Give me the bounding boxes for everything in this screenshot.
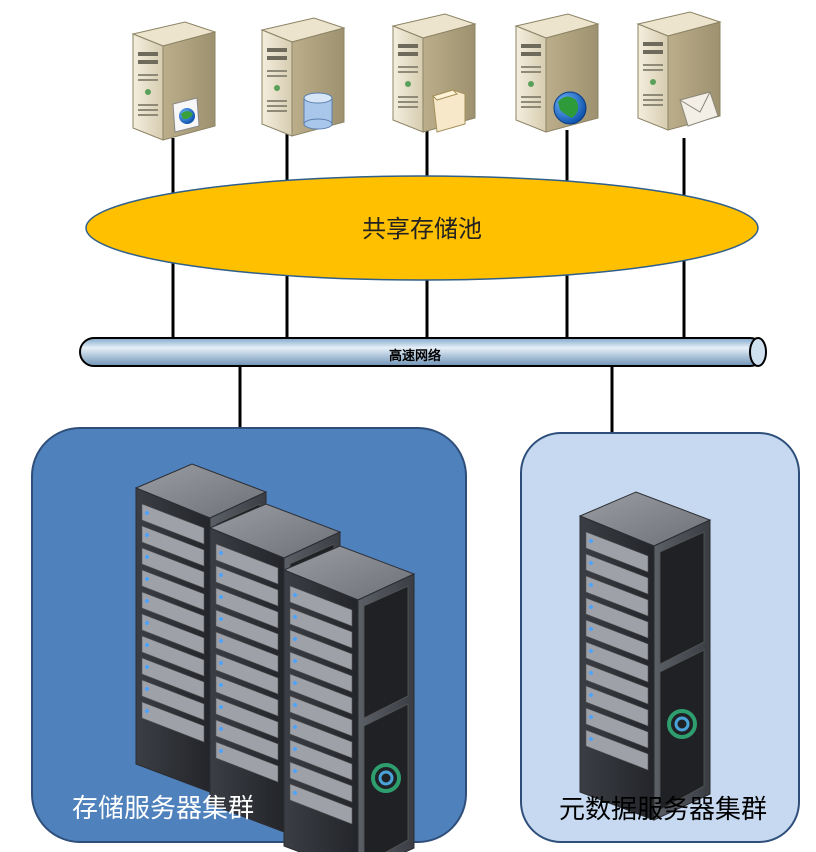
server-rack (578, 490, 712, 822)
database-icon (303, 92, 333, 130)
mail-icon (679, 91, 719, 127)
shared-storage-pool: 共享存储池 (85, 175, 759, 281)
folder-icon (432, 89, 466, 133)
server-tower (132, 21, 216, 141)
server-tower (261, 17, 345, 137)
server-tower (392, 13, 476, 133)
server-rack (282, 544, 416, 852)
bus-cluster-connectors (238, 366, 614, 433)
storage-server-cluster: 存储服务器集群 (31, 427, 467, 852)
pool-bus-connectors (171, 258, 686, 338)
storage-cluster-label: 存储服务器集群 (72, 794, 254, 824)
server-tower (515, 13, 599, 133)
metadata-server-cluster: 元数据服务器集群 (520, 432, 800, 843)
bus-label: 高速网络 (389, 348, 441, 364)
globe-doc-icon (172, 97, 200, 133)
network-bus: 高速网络 (79, 337, 767, 367)
server-tower (637, 11, 721, 131)
globe-icon (553, 91, 587, 125)
pool-label: 共享存储池 (362, 215, 482, 243)
metadata-cluster-label: 元数据服务器集群 (559, 795, 767, 825)
